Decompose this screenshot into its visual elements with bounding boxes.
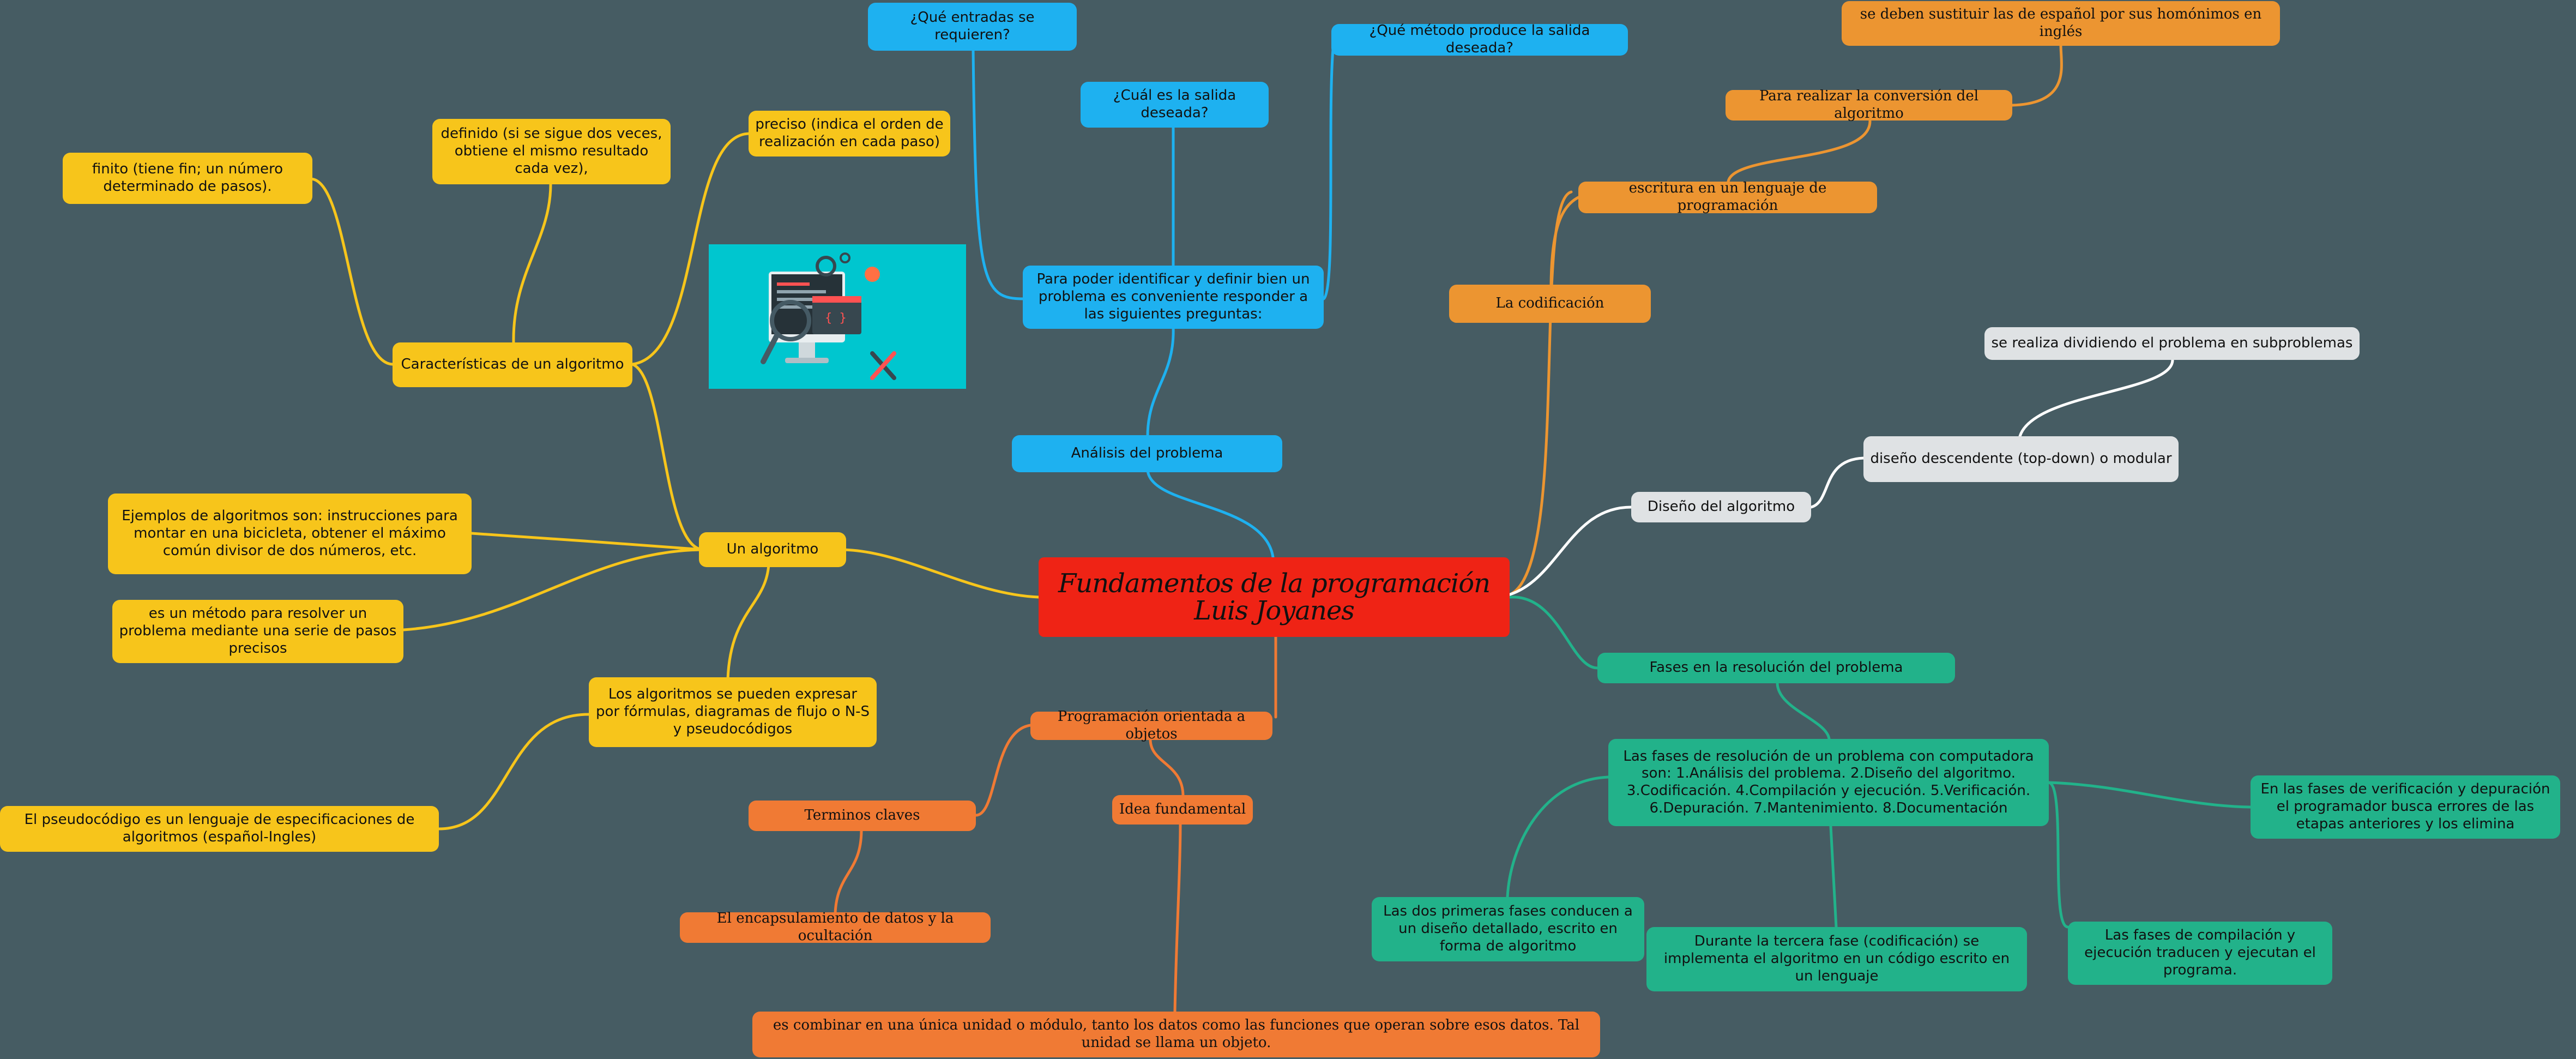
- link-root-algoritmo: [841, 548, 1040, 599]
- link-analisis-identificar: [1146, 326, 1175, 438]
- node-compilacion[interactable]: Las fases de compilación y ejecución tra…: [2068, 922, 2332, 985]
- link-poo-terminos: [974, 724, 1032, 817]
- node-un-algoritmo[interactable]: Un algoritmo: [699, 532, 846, 567]
- link-diseno-descendente: [1809, 456, 1865, 509]
- node-expresar[interactable]: Los algoritmos se pueden expresar por fó…: [589, 677, 877, 747]
- link-lista-compilacion: [2047, 781, 2070, 929]
- node-definido[interactable]: definido (si se sigue dos veces, obtiene…: [432, 119, 671, 184]
- node-dos-primeras[interactable]: Las dos primeras fases conducen a un dis…: [1372, 897, 1644, 961]
- node-tercera[interactable]: Durante la tercera fase (codificación) s…: [1646, 927, 2027, 991]
- central-topic[interactable]: Fundamentos de la programación Luis Joya…: [1039, 557, 1510, 637]
- link-root-codificacion: [1509, 190, 1573, 596]
- node-combinar[interactable]: es combinar en una única unidad o módulo…: [752, 1012, 1600, 1057]
- node-identificar[interactable]: Para poder identificar y definir bien un…: [1023, 266, 1324, 329]
- link-caracteristicas-preciso: [631, 132, 751, 366]
- node-metodo-salida[interactable]: ¿Qué método produce la salida deseada?: [1331, 22, 1628, 56]
- link-fases-lista: [1776, 681, 1831, 741]
- link-lista-dos: [1506, 775, 1610, 899]
- link-algoritmo-ejemplos: [470, 532, 705, 551]
- node-idea[interactable]: Idea fundamental: [1112, 795, 1253, 825]
- link-algoritmo-metodo: [402, 548, 705, 631]
- node-diseno[interactable]: Diseño del algoritmo: [1631, 492, 1811, 522]
- link-expresar-pseudocodigo: [437, 713, 590, 831]
- link-lista-tercera: [1829, 825, 1838, 929]
- node-poo[interactable]: Programación orientada a objetos: [1030, 708, 1272, 742]
- node-encapsulamiento[interactable]: El encapsulamiento de datos y la ocultac…: [680, 910, 991, 944]
- node-terminos[interactable]: Terminos claves: [749, 801, 976, 831]
- link-identificar-entradas: [972, 49, 1025, 300]
- node-escritura[interactable]: escritura en un lenguaje de programación: [1578, 180, 1877, 214]
- link-root-diseno: [1509, 506, 1633, 596]
- link-idea-combinar: [1173, 823, 1182, 1013]
- svg-text:{ }: { }: [825, 311, 847, 325]
- link-identificar-metodo: [1322, 27, 1351, 300]
- link-codificacion-escritura: [1549, 196, 1580, 291]
- node-pseudocodigo[interactable]: El pseudocódigo es un lenguaje de especi…: [0, 806, 439, 852]
- node-entradas[interactable]: ¿Qué entradas se requieren?: [868, 3, 1077, 51]
- node-fases[interactable]: Fases en la resolución del problema: [1597, 653, 1955, 683]
- node-finito[interactable]: finito (tiene fin; un número determinado…: [63, 153, 312, 204]
- node-ejemplos[interactable]: Ejemplos de algoritmos son: instruccione…: [108, 494, 472, 574]
- link-algoritmo-caracteristicas: [631, 363, 705, 551]
- node-metodo[interactable]: es un método para resolver un problema m…: [112, 600, 403, 663]
- node-analisis[interactable]: Análisis del problema: [1012, 435, 1282, 472]
- node-verificacion[interactable]: En las fases de verificación y depuració…: [2251, 775, 2560, 839]
- link-terminos-encapsulamiento: [834, 828, 863, 915]
- node-dividiendo[interactable]: se realiza dividiendo el problema en sub…: [1984, 327, 2360, 360]
- node-sustituir[interactable]: se deben sustituir las de español por su…: [1842, 1, 2280, 46]
- node-descendente[interactable]: diseño descendente (top-down) o modular: [1863, 436, 2179, 482]
- node-caracteristicas[interactable]: Características de un algoritmo: [393, 342, 632, 387]
- link-root-fases: [1509, 595, 1599, 670]
- link-conversion-sustituir: [2010, 44, 2063, 107]
- link-root-analisis: [1146, 468, 1275, 559]
- link-escritura-conversion: [1727, 119, 1872, 183]
- node-preciso[interactable]: preciso (indica el orden de realización …: [749, 111, 950, 157]
- node-salida[interactable]: ¿Cuál es la salida deseada?: [1081, 82, 1269, 128]
- link-descendente-dividiendo: [2018, 358, 2174, 438]
- node-codificacion[interactable]: La codificación: [1449, 285, 1651, 323]
- link-caracteristicas-finito: [309, 177, 394, 366]
- link-caracteristicas-definido: [512, 183, 552, 344]
- link-algoritmo-expresar: [726, 563, 770, 681]
- node-conversion[interactable]: Para realizar la conversión del algoritm…: [1726, 88, 2012, 122]
- computer-illustration: { }: [709, 244, 966, 389]
- link-lista-verificacion: [2047, 781, 2252, 809]
- link-poo-idea: [1149, 738, 1185, 798]
- node-fases-lista[interactable]: Las fases de resolución de un problema c…: [1608, 739, 2049, 826]
